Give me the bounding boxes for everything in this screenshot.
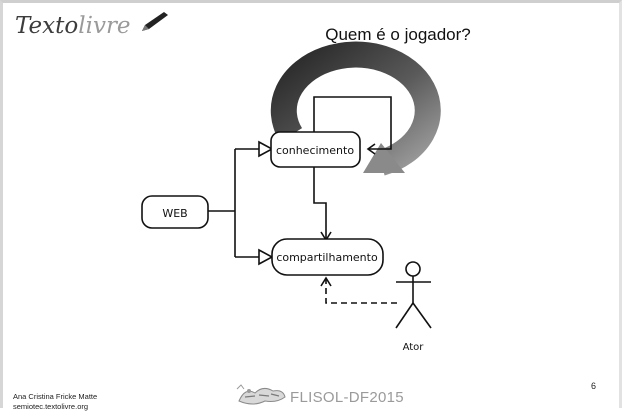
logo-wordmark: Textolivre <box>15 13 131 39</box>
slide-title: Quem é o jogador? <box>325 25 471 44</box>
textolivre-logo: Textolivre <box>15 9 175 49</box>
flisol-mascot-icon <box>236 384 286 405</box>
footer-site: semiotec.textolivre.org <box>13 402 89 411</box>
edge-conhecimento-to-compartilhamento <box>313 167 332 242</box>
actor-label: Ator <box>403 342 425 353</box>
footer-event: FLISOL-DF2015 <box>235 379 425 409</box>
logo-text-alt: livre <box>78 13 131 39</box>
node-web <box>141 195 209 229</box>
page-number: 6 <box>591 381 597 391</box>
edge-actor-to-compartilhamento <box>320 276 397 304</box>
pen-icon <box>142 12 168 31</box>
node-web-label: WEB <box>162 207 187 220</box>
node-conhecimento-label: conhecimento <box>276 144 354 157</box>
arrowhead-to-compartilhamento <box>258 248 274 266</box>
self-loop-edge <box>313 96 392 155</box>
footer-event-name: FLISOL-DF2015 <box>290 389 404 406</box>
logo-text-main: Texto <box>15 13 79 39</box>
node-compartilhamento <box>271 238 384 276</box>
diagram: WEB conhecimento compartilhamento Ator <box>141 41 441 353</box>
node-compartilhamento-label: compartilhamento <box>276 251 378 264</box>
footer-author-block: Ana Cristina Fricke Matte semiotec.texto… <box>13 392 97 412</box>
arrowhead-to-conhecimento <box>258 140 274 158</box>
web-branch-connector <box>207 148 259 258</box>
node-conhecimento <box>270 131 361 168</box>
cycle-arrow-icon <box>270 41 441 176</box>
actor-stick-figure-icon <box>395 261 432 329</box>
footer-author: Ana Cristina Fricke Matte <box>13 392 98 401</box>
